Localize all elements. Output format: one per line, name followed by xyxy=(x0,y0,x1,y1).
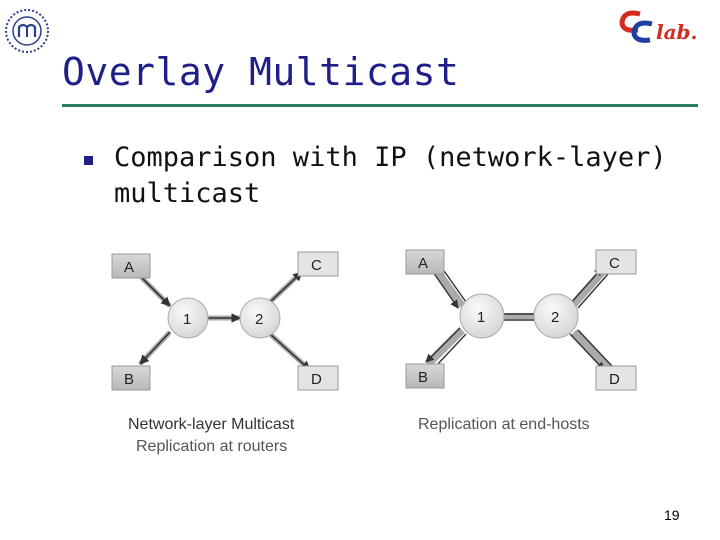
host-d-label: D xyxy=(311,371,322,388)
overlay-router-1-label: 1 xyxy=(477,309,485,326)
overlay-multicast-diagram: A B C D 1 2 xyxy=(405,249,637,391)
host-a-label: A xyxy=(124,259,134,276)
title-divider xyxy=(62,104,698,107)
multicast-diagrams: A B C D 1 2 A B C D 1 xyxy=(111,249,637,391)
cclab-logo-text: lab. xyxy=(656,20,698,44)
overlay-multicast-caption: Replication at end-hosts xyxy=(418,416,590,433)
page-number: 19 xyxy=(664,507,680,523)
university-seal-logo xyxy=(5,9,49,53)
network-multicast-subcaption: Replication at routers xyxy=(136,438,288,455)
slide-title: Overlay Multicast xyxy=(62,50,460,94)
host-b-label: B xyxy=(124,371,134,388)
host-c-label: C xyxy=(311,257,322,274)
overlay-host-d-label: D xyxy=(609,371,620,388)
overlay-host-a-label: A xyxy=(418,255,428,272)
bullet-text: Comparison with IP (network-layer) multi… xyxy=(114,142,667,209)
cclab-logo: lab. xyxy=(619,10,698,44)
bullet-marker xyxy=(84,156,93,165)
network-multicast-caption: Network-layer Multicast xyxy=(128,416,295,433)
network-multicast-diagram: A B C D 1 2 xyxy=(111,251,339,391)
overlay-host-c-label: C xyxy=(609,255,620,272)
router-1-label: 1 xyxy=(183,311,191,328)
router-2-label: 2 xyxy=(255,311,263,328)
overlay-router-2-label: 2 xyxy=(551,309,559,326)
overlay-host-b-label: B xyxy=(418,369,428,386)
